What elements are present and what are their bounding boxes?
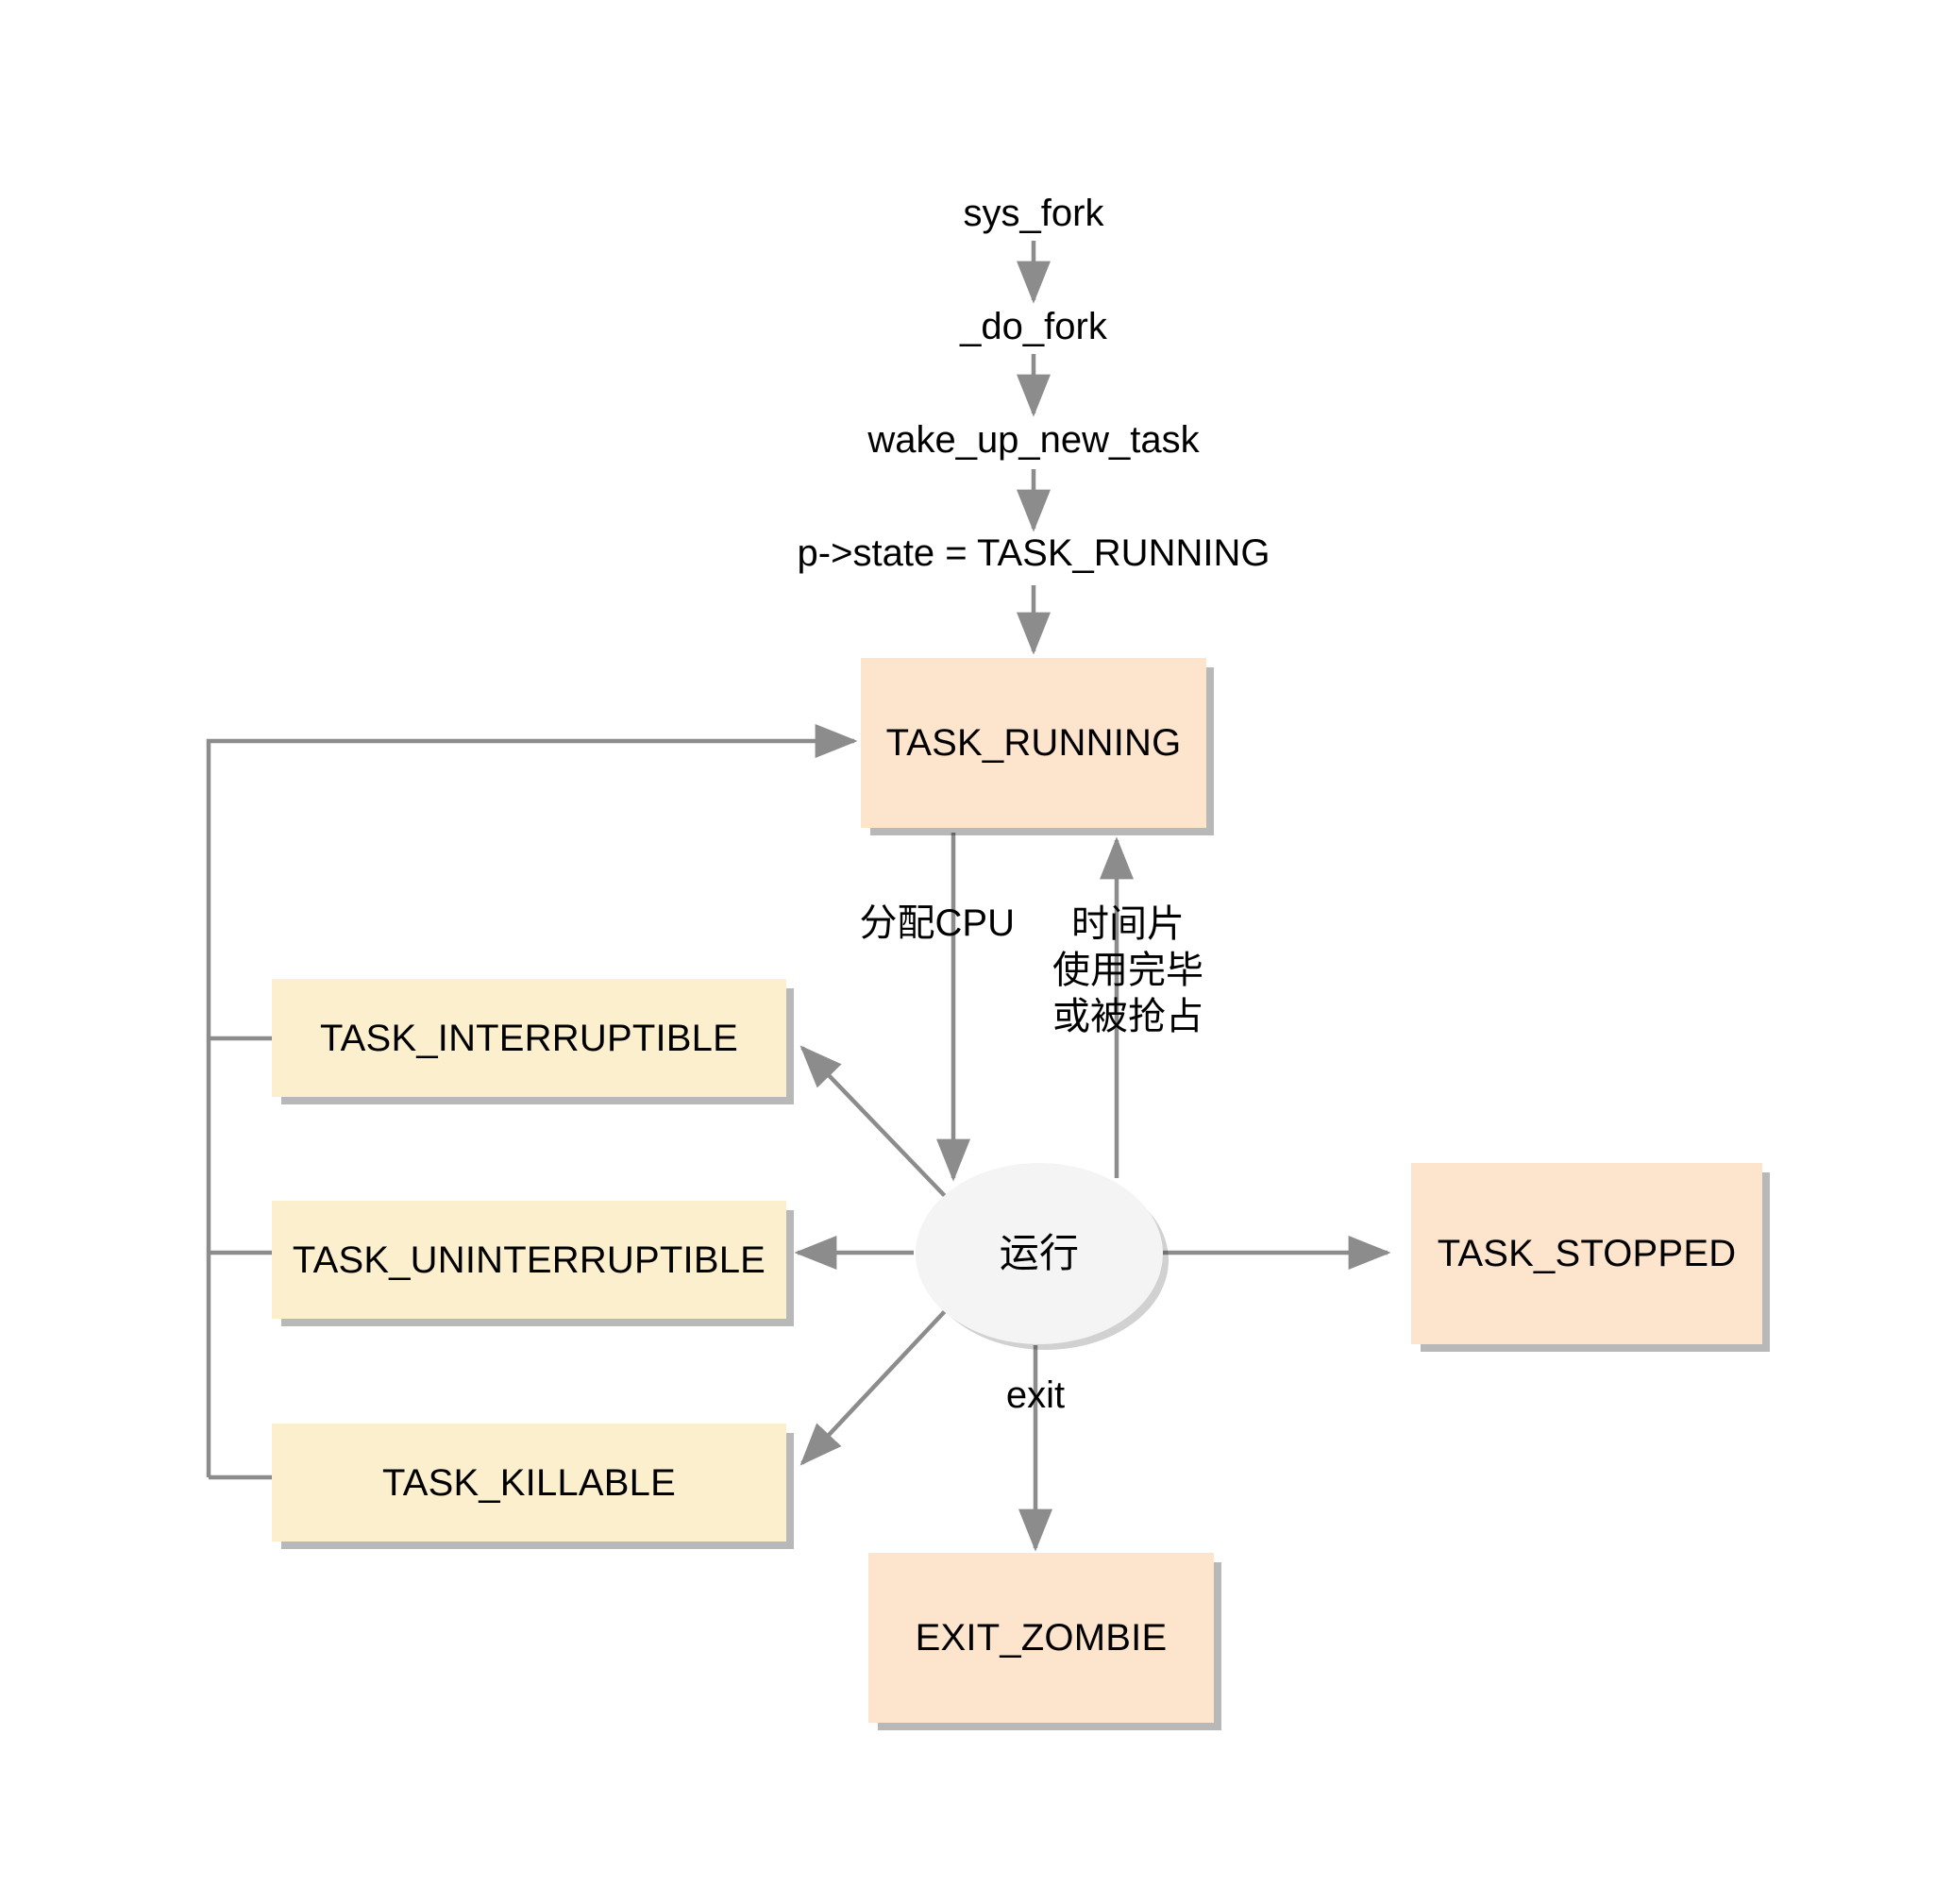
label-alloc-cpu: 分配CPU [859,902,1015,944]
node-running-ellipse[interactable]: 运行 [916,1163,1163,1344]
node-task-stopped[interactable]: TASK_STOPPED [1411,1163,1762,1344]
edge-wait-bus-to-taskrunning [206,724,858,1477]
label-p-state-assign: p->state = TASK_RUNNING [797,532,1270,574]
node-task-killable-label: TASK_KILLABLE [382,1461,676,1504]
label-sys-fork: sys_fork [963,193,1104,234]
node-task-running[interactable]: TASK_RUNNING [861,658,1206,828]
node-exit-zombie[interactable]: EXIT_ZOMBIE [868,1553,1214,1723]
node-task-killable[interactable]: TASK_KILLABLE [272,1424,786,1542]
node-task-uninterruptible-label: TASK_UNINTERRUPTIBLE [292,1238,766,1281]
label-exit: exit [1005,1374,1066,1416]
node-task-stopped-label: TASK_STOPPED [1437,1233,1737,1274]
label-do-fork: _do_fork [960,306,1107,347]
node-task-running-label: TASK_RUNNING [885,722,1182,764]
node-running-ellipse-label: 运行 [999,1230,1080,1275]
node-task-interruptible[interactable]: TASK_INTERRUPTIBLE [272,979,786,1097]
label-timeslice-expired: 时间片 使用完毕 或被抢占 [1052,903,1203,1037]
node-task-interruptible-label: TASK_INTERRUPTIBLE [320,1017,738,1059]
edge-ellipse-to-interruptible [799,1045,948,1199]
label-wake-up-new-task: wake_up_new_task [867,419,1200,461]
node-task-uninterruptible[interactable]: TASK_UNINTERRUPTIBLE [272,1201,786,1319]
edge-ellipse-to-killable [799,1308,948,1466]
node-exit-zombie-label: EXIT_ZOMBIE [915,1617,1168,1659]
